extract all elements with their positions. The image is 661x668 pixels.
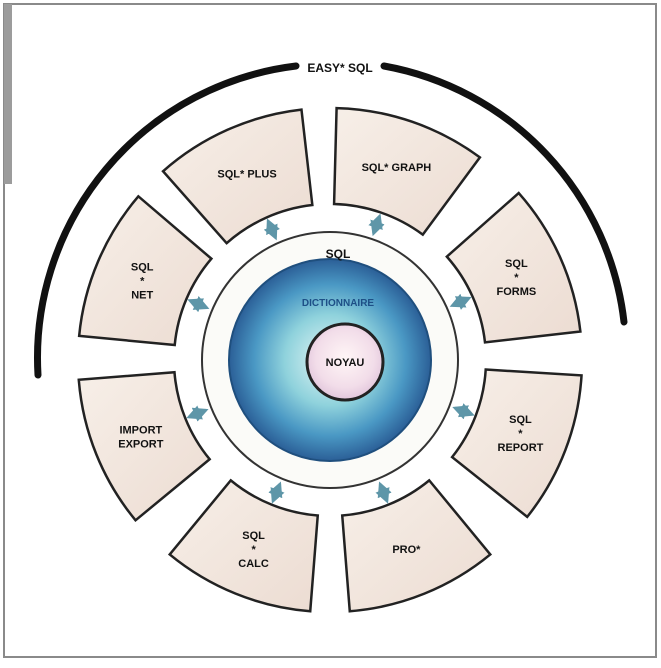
easy-sql-arc-left [34,62,300,379]
connector-arrows [186,213,475,504]
arrow-sql-calc [268,481,285,504]
module-boxes: SQL* PLUS SQL* GRAPH SQL*FORMS SQL*REPORT PR… [77,106,583,613]
arrow-import-export [186,405,209,422]
module-label-sql-plus: SQL* PLUS [217,169,276,181]
module-box-sql-calc [167,478,320,613]
module-label-sql-calc: SQL*CALC [238,530,269,570]
outer-border [3,3,657,658]
arrow-sql-report [452,403,475,420]
arrow-sql-plus [263,218,280,241]
arrow-sql-graph [368,213,385,237]
module-label-pro: PRO* [392,544,421,556]
module-box-sql-net [77,194,214,347]
module-box-sql-forms [445,191,582,344]
module-box-pro [340,478,493,613]
core-inner-label: NOYAU [326,357,365,369]
module-label-sql-graph: SQL* GRAPH [362,162,432,174]
module-box-sql-graph [332,106,482,237]
module-label-sql-net: SQL*NET [131,261,154,301]
easy-sql-title: EASY* SQL [307,61,372,75]
module-box-sql-plus [161,108,314,245]
noyau-core [305,322,385,402]
easy-sql-arc-right [380,62,628,326]
module-box-import-export [77,370,212,523]
module-label-sql-report: SQL*REPORT [498,414,544,454]
left-edge-shadow [4,4,12,184]
module-label-sql-forms: SQL*FORMS [496,258,536,298]
core-middle-label: DICTIONNAIRE [302,298,375,309]
arrow-sql-net [187,296,210,313]
core-outer-label: SQL [326,247,351,261]
arrow-pro [375,481,392,504]
arrow-sql-forms [449,293,472,310]
module-box-sql-report [450,368,583,519]
